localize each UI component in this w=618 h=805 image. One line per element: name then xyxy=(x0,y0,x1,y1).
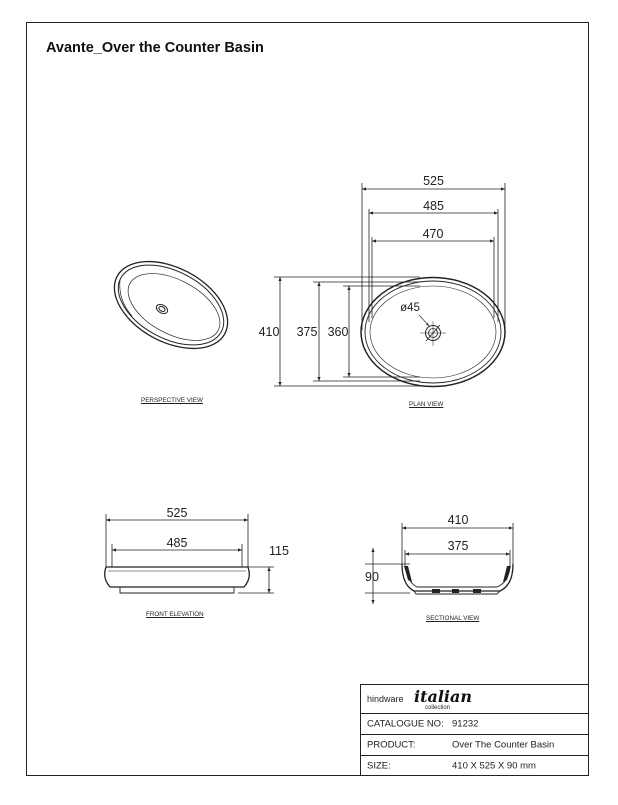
plan-view: 525 485 470 410 375 360 ø45 xyxy=(259,174,506,388)
brand-script: italian xyxy=(414,687,472,706)
product-key: PRODUCT: xyxy=(367,739,416,751)
plan-height-inner: 360 xyxy=(328,325,349,339)
plan-width-mid: 485 xyxy=(423,199,444,213)
front-width-inner: 485 xyxy=(167,536,188,550)
perspective-view xyxy=(113,260,229,350)
plan-height-outer: 410 xyxy=(259,325,280,339)
title-block-row: PRODUCT: Over The Counter Basin xyxy=(361,734,588,755)
plan-drain-diameter: ø45 xyxy=(400,302,420,314)
catalogue-key: CATALOGUE NO: xyxy=(367,718,444,730)
section-height: 90 xyxy=(365,570,379,584)
sheet-border xyxy=(26,22,589,776)
product-value: Over The Counter Basin xyxy=(452,739,555,751)
title-block-row: CATALOGUE NO: 91232 xyxy=(361,713,588,734)
front-elevation: 525 485 115 xyxy=(104,506,289,594)
perspective-view-label: PERSPECTIVE VIEW xyxy=(141,397,203,404)
catalogue-value: 91232 xyxy=(452,718,479,730)
title-block: hindware italian collection CATALOGUE NO… xyxy=(360,684,589,776)
plan-view-label: PLAN VIEW xyxy=(409,401,444,408)
plan-width-inner: 470 xyxy=(423,227,444,241)
page-title: Avante_Over the Counter Basin xyxy=(46,40,264,56)
front-elevation-label: FRONT ELEVATION xyxy=(146,611,204,618)
brand-name: hindware xyxy=(367,694,404,704)
plan-height-mid: 375 xyxy=(297,325,318,339)
sectional-view-label: SECTIONAL VIEW xyxy=(426,615,480,622)
section-width-outer: 410 xyxy=(448,513,469,527)
size-key: SIZE: xyxy=(367,760,391,772)
title-block-row: SIZE: 410 X 525 X 90 mm xyxy=(361,755,588,776)
front-height: 115 xyxy=(269,544,289,558)
sectional-view: 410 375 90 xyxy=(365,513,514,604)
front-width-outer: 525 xyxy=(167,506,188,520)
brand-sub: collection xyxy=(425,705,451,711)
plan-width-outer: 525 xyxy=(423,174,444,188)
size-value: 410 X 525 X 90 mm xyxy=(452,760,536,772)
section-width-inner: 375 xyxy=(448,539,469,553)
